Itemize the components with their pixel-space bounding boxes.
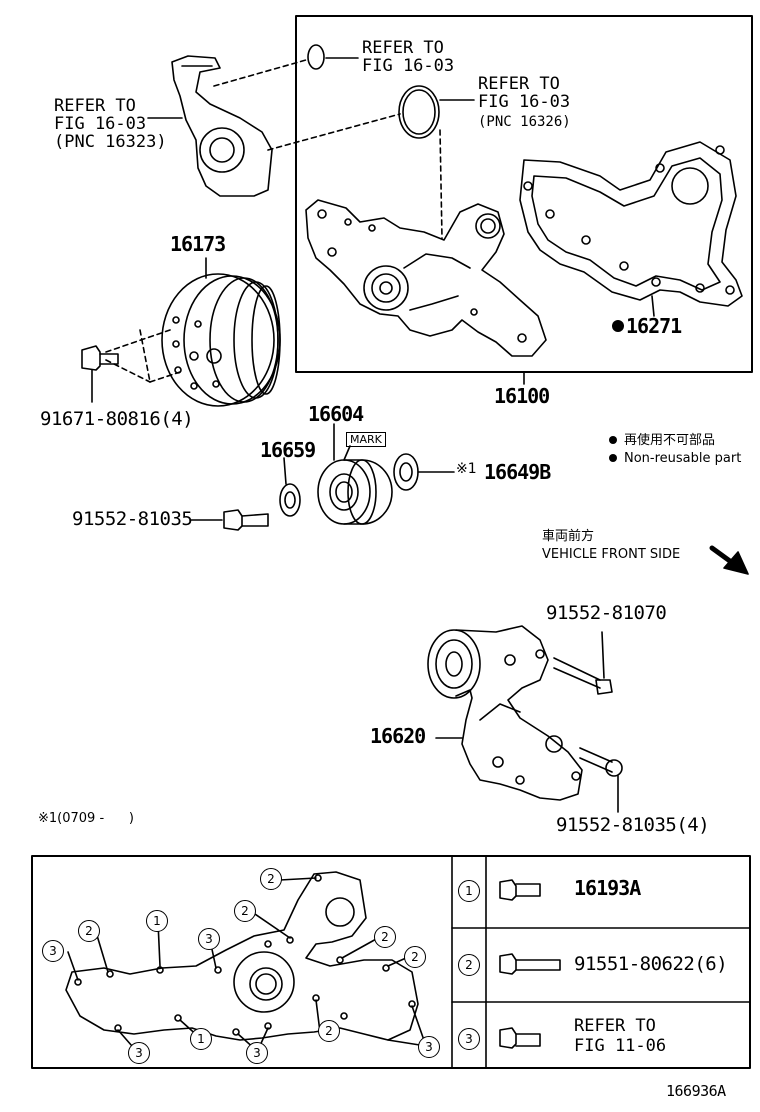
part-number-91552-81035-4[interactable]: 91552-81035(4) [556,814,710,836]
part-number-16659[interactable]: 16659 [260,438,316,462]
callout-2: 2 [234,900,256,922]
refer-label-top-b-line3: (PNC 16326) [478,114,571,130]
callout-3: 3 [42,940,64,962]
part-number-91552-81070[interactable]: 91552-81070 [546,602,667,624]
callout-3: 3 [418,1036,440,1058]
callout-2: 2 [404,946,426,968]
legend-row-1-number: 1 [458,880,480,902]
part-number-91552-81035[interactable]: 91552-81035 [72,508,193,530]
figure-code: 166936A [666,1082,726,1100]
vehicle-front-en: VEHICLE FRONT SIDE [542,547,681,562]
legend-nonreusable-en: Non-reusable part [624,451,742,466]
part-number-16271[interactable]: 16271 [626,314,682,338]
callout-1: 1 [190,1028,212,1050]
legend-nonreusable-jp: 再使用不可部品 [624,433,716,448]
callout-2: 2 [374,926,396,948]
part-number-16649B[interactable]: 16649B [484,460,551,484]
refer-label-top-b-line2: FIG 16-03 [478,92,571,112]
legend-row-3-number: 3 [458,1028,480,1050]
legend-row-3-part-line2: FIG 11-06 [574,1036,667,1056]
note-prefix-16649b: ※1 [456,461,477,477]
part-number-16173[interactable]: 16173 [170,232,226,256]
refer-label-top-b-line1: REFER TO [478,74,560,94]
callout-3: 3 [128,1042,150,1064]
part-number-91671-80816[interactable]: 91671-80816(4) [40,408,194,430]
part-number-16604[interactable]: 16604 [308,402,364,426]
legend-row-2-number: 2 [458,954,480,976]
callout-2: 2 [78,920,100,942]
callout-1: 1 [146,910,168,932]
callout-3: 3 [198,928,220,950]
refer-label-left-line3: (PNC 16323) [54,132,167,152]
mark-label: MARK [346,432,386,447]
refer-label-top-a-line1: REFER TO [362,38,444,58]
callout-3: 3 [246,1042,268,1064]
refer-label-left-line2: FIG 16-03 [54,114,147,134]
legend-row-2-part[interactable]: 91551-80622(6) [574,953,728,975]
legend-row-1-part[interactable]: 16193A [574,876,641,900]
refer-label-top-a-line2: FIG 16-03 [362,56,455,76]
legend-row-3-part-line1: REFER TO [574,1016,656,1036]
refer-label-left-line1: REFER TO [54,96,136,116]
callout-2: 2 [318,1020,340,1042]
footnote-1: ※1(0709 - ) [38,811,135,826]
part-number-16620[interactable]: 16620 [370,724,426,748]
part-number-16100[interactable]: 16100 [494,384,550,408]
vehicle-front-jp: 車両前方 [542,529,595,544]
callout-2: 2 [260,868,282,890]
